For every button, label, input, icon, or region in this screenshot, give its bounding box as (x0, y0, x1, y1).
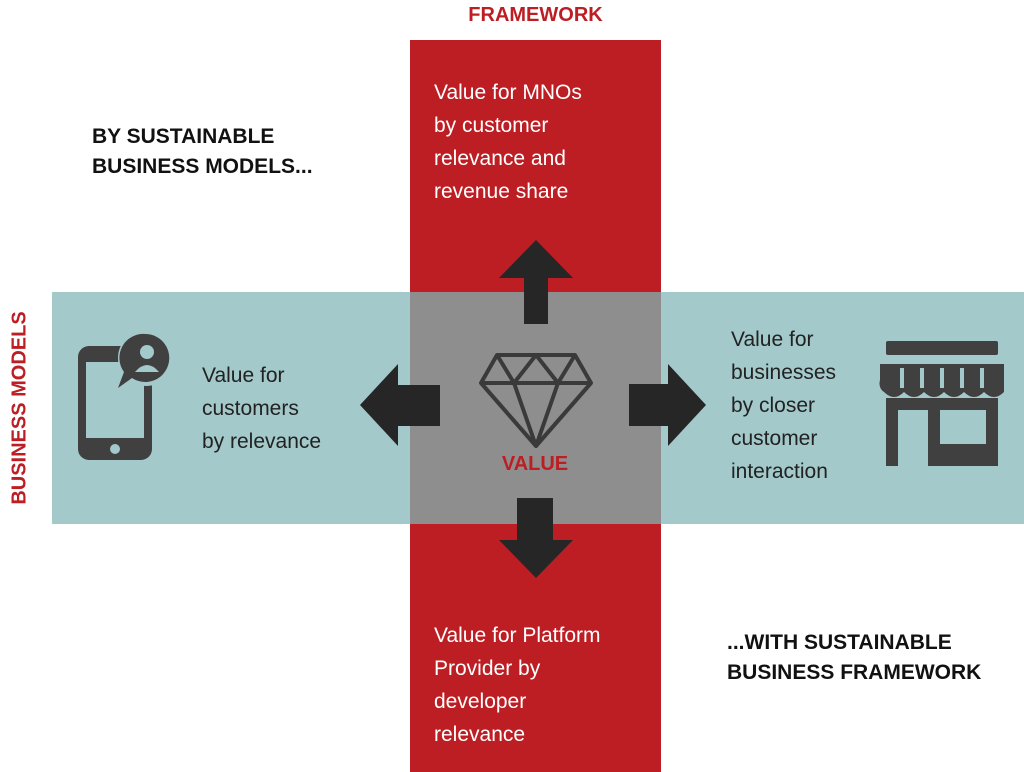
text-line: relevance (434, 723, 526, 746)
text-line: interaction (731, 460, 828, 483)
value-businesses-text: Value for businesses by closer customer … (731, 323, 836, 488)
text-line: customer (731, 427, 818, 450)
heading-top-left-line: BUSINESS MODELS... (92, 155, 313, 178)
value-mnos-text: Value for MNOs by customer relevance and… (434, 76, 582, 208)
text-line: Value for MNOs (434, 81, 582, 104)
value-label: VALUE (501, 453, 569, 475)
heading-bottom-right: ...WITH SUSTAINABLE BUSINESS FRAMEWORK (727, 628, 981, 688)
arrow-right (629, 364, 706, 446)
heading-bottom-right-line: ...WITH SUSTAINABLE (727, 631, 952, 654)
diamond-icon (479, 353, 593, 448)
arrow-up (499, 240, 573, 324)
text-line: revenue share (434, 180, 569, 203)
text-line: Value for (731, 328, 814, 351)
arrow-left (360, 364, 440, 446)
text-line: businesses (731, 361, 837, 384)
arrow-down (499, 498, 573, 578)
text-line: Value for Platform (434, 624, 601, 647)
text-line: by closer (731, 394, 816, 417)
text-line: relevance and (434, 147, 566, 170)
value-center (410, 292, 661, 524)
text-line: by relevance (202, 430, 322, 453)
heading-bottom-right-line: BUSINESS FRAMEWORK (727, 661, 982, 684)
text-line: Value for (202, 364, 285, 387)
framework-label: FRAMEWORK (468, 4, 603, 26)
value-customers-text: Value for customers by relevance (202, 359, 321, 458)
smartphone-chat-icon (78, 330, 174, 460)
storefront-icon (879, 341, 1004, 466)
heading-top-left: BY SUSTAINABLE BUSINESS MODELS... (92, 122, 313, 182)
text-line: customers (202, 397, 299, 420)
value-platform-text: Value for Platform Provider by developer… (434, 619, 601, 751)
text-line: by customer (434, 114, 549, 137)
heading-top-left-line: BY SUSTAINABLE (92, 125, 275, 148)
text-line: Provider by (434, 657, 541, 680)
text-line: developer (434, 690, 527, 713)
